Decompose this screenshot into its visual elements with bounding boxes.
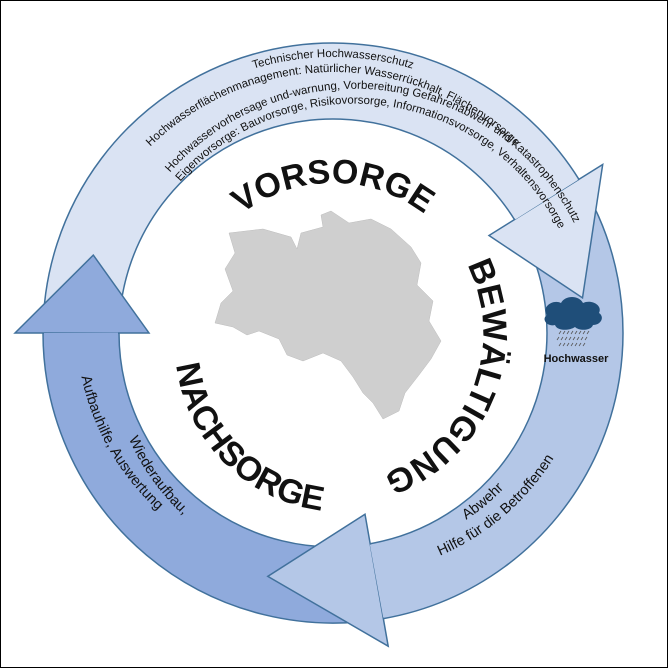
- bewaeltigung-arrow-body: [369, 178, 624, 620]
- bewaeltigung-arrow-head: [266, 512, 390, 648]
- seam: [513, 177, 579, 220]
- rain-cloud-icon: [544, 297, 602, 347]
- nachsorge-arrow-body: [42, 332, 385, 624]
- seam: [369, 544, 387, 618]
- hochwasser-label: Hochwasser: [544, 353, 610, 365]
- vorsorge-arrow-body: [42, 42, 580, 334]
- vorsorge-title: VORSORGE: [225, 153, 441, 221]
- lower-saxony-map: [214, 210, 442, 420]
